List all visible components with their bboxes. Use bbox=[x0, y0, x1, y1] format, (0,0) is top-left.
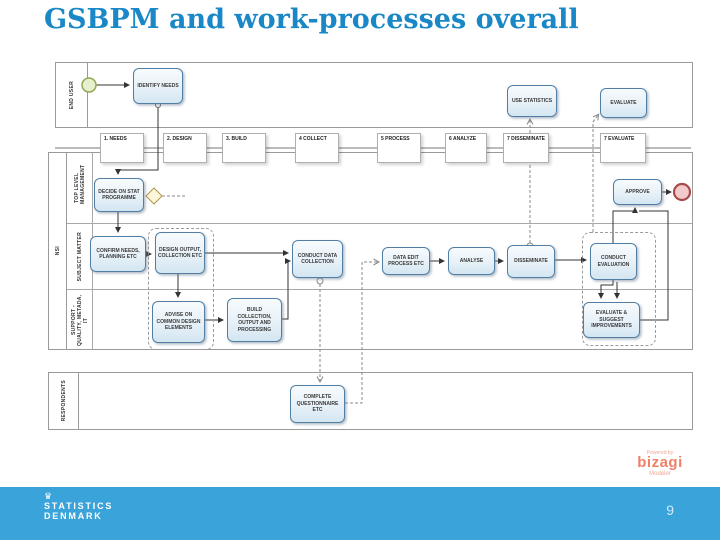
statistics-denmark-logo: ♛ STATISTICS DENMARK bbox=[44, 491, 114, 522]
task-data-edit: DATA EDIT PROCESS ETC bbox=[382, 247, 430, 275]
pool-nsi-label-column: NSI bbox=[49, 153, 67, 349]
bpmn-diagram: END USER NSI TOP LEVEL MANAGEMENT SUBJEC… bbox=[45, 58, 700, 438]
flow-evaluation-to-suggest bbox=[598, 280, 614, 299]
end-event-icon bbox=[672, 182, 692, 202]
phase-build: 3. BUILD bbox=[222, 133, 266, 163]
phase-collect: 4 COLLECT bbox=[295, 133, 339, 163]
pool-respondents-label-column: RESPONDENTS bbox=[49, 373, 79, 429]
phase-disseminate: 7 DISSEMINATE bbox=[503, 133, 549, 163]
task-confirm-needs: CONFIRM NEEDS, PLANNING ETC bbox=[90, 236, 146, 272]
flow-evaluation-to-evaluate bbox=[592, 113, 600, 232]
bizagi-logo: Powered by bizagi Modeler bbox=[622, 450, 698, 478]
page-title: GSBPM and work-processes overall bbox=[44, 4, 579, 35]
flow-suggest-to-approve bbox=[639, 210, 669, 321]
pool-respondents: RESPONDENTS bbox=[48, 372, 693, 430]
lane-support-quality: SUPPORT - QUALITY, METADA, IT bbox=[67, 289, 692, 349]
task-conduct-data-collection: CONDUCT DATA COLLECTION bbox=[292, 240, 343, 278]
gateway-icon bbox=[145, 187, 163, 205]
lane-top-level-management: TOP LEVEL MANAGEMENT bbox=[67, 153, 692, 223]
org-name-line2: DENMARK bbox=[44, 511, 103, 521]
task-disseminate: DISSEMINATE bbox=[507, 245, 555, 278]
phase-analyze: 6 ANALYZE bbox=[445, 133, 487, 163]
task-design-output: DESIGN OUTPUT, COLLECTION ETC bbox=[155, 232, 205, 274]
task-approve: APPROVE bbox=[613, 179, 662, 205]
phase-needs: 1. NEEDS bbox=[100, 133, 144, 163]
task-build-collection: BUILD COLLECTION, OUTPUT AND PROCESSING bbox=[227, 298, 282, 342]
lane-label-column: TOP LEVEL MANAGEMENT bbox=[67, 153, 93, 223]
message-event-collection-icon bbox=[316, 277, 324, 285]
group-design-subprocess bbox=[148, 228, 214, 350]
task-advise-design: ADVISE ON COMMON DESIGN ELEMENTS bbox=[152, 301, 205, 343]
pool-end-user-label-column: END USER bbox=[56, 63, 88, 127]
flow-identify-to-decide bbox=[115, 104, 159, 175]
bizagi-powered-by: Powered by bbox=[646, 450, 674, 456]
start-event-icon bbox=[81, 77, 97, 93]
flow-evaluation-to-approve bbox=[612, 207, 638, 243]
task-use-statistics: USE STATISTICS bbox=[507, 85, 557, 117]
task-evaluate-suggest: EVALUATE & SUGGEST IMPROVEMENTS bbox=[583, 302, 640, 338]
task-evaluate: EVALUATE bbox=[600, 88, 647, 118]
flow-build-to-collection bbox=[282, 258, 291, 320]
group-evaluation-subprocess bbox=[582, 232, 656, 346]
task-conduct-evaluation: CONDUCT EVALUATION bbox=[590, 243, 637, 280]
task-complete-questionnaire: COMPLETE QUESTIONNAIRE ETC bbox=[290, 385, 345, 423]
task-analyse: ANALYSE bbox=[448, 247, 495, 275]
phase-design: 2. DESIGN bbox=[163, 133, 207, 163]
crown-icon: ♛ bbox=[44, 491, 53, 501]
flow-questionnaire-to-data-edit bbox=[345, 258, 381, 404]
org-name-line1: STATISTICS bbox=[44, 501, 114, 511]
task-decide-on-stat: DECIDE ON STAT PROGRAMME bbox=[94, 178, 144, 212]
bizagi-brand: bizagi bbox=[637, 454, 683, 471]
phase-evaluate: 7 EVALUATE bbox=[600, 133, 646, 163]
bizagi-product: Modeler bbox=[649, 471, 671, 477]
phase-process: 5 PROCESS bbox=[377, 133, 421, 163]
task-identify-needs: IDENTIFY NEEDS bbox=[133, 68, 183, 104]
lane-label-column: SUPPORT - QUALITY, METADA, IT bbox=[67, 290, 93, 349]
footer-bar: ♛ STATISTICS DENMARK 9 bbox=[0, 487, 720, 540]
page-number: 9 bbox=[666, 502, 674, 518]
